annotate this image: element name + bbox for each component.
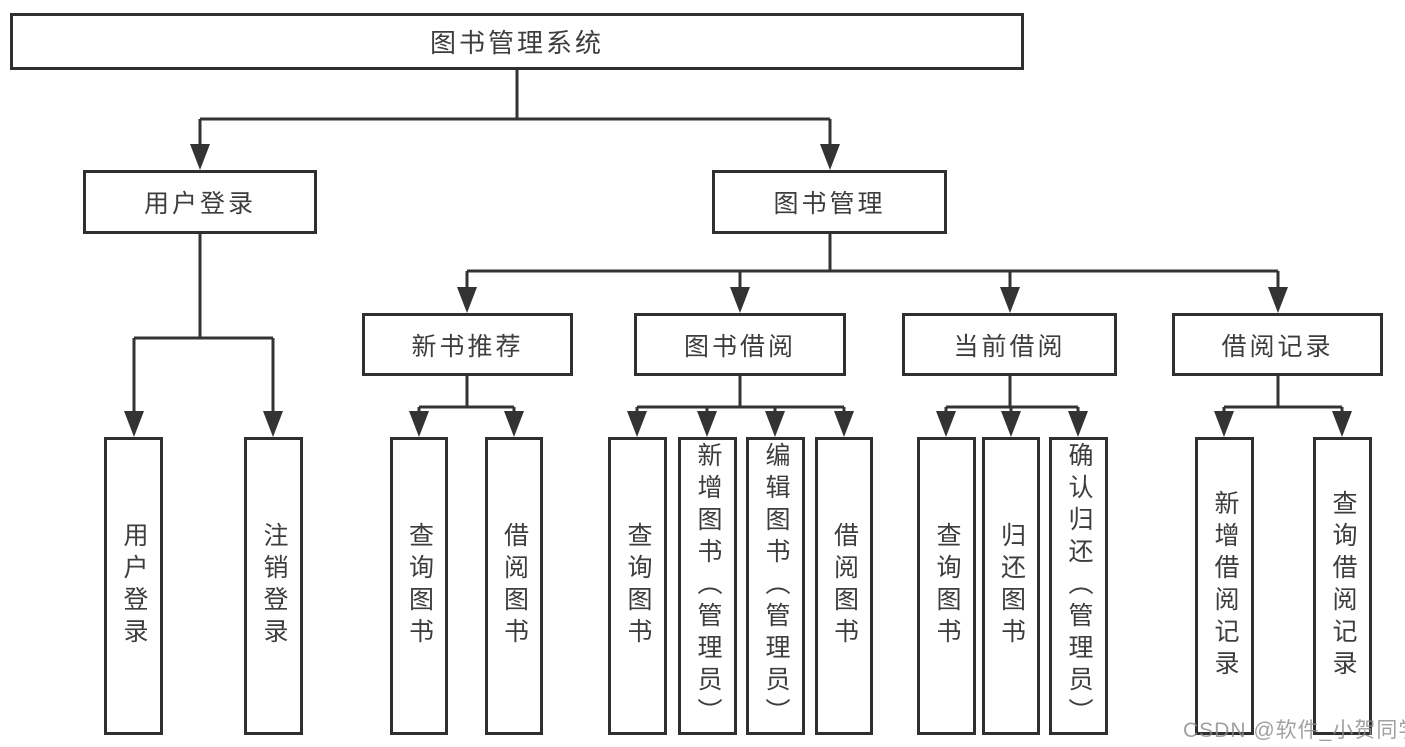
leaf-borrow-books-recommend: 借阅图书	[485, 437, 543, 735]
leaf-query-books-current: 查询图书	[917, 437, 976, 735]
leaf-logout-label: 注销登录	[260, 522, 288, 650]
leaf-query-books-borrow: 查询图书	[608, 437, 667, 735]
leaf-edit-book-admin-label: 编辑图书（管理员）	[762, 442, 790, 730]
leaf-logout: 注销登录	[244, 437, 303, 735]
node-new-book-recommend-label: 新书推荐	[411, 332, 524, 361]
node-current-borrow: 当前借阅	[902, 313, 1117, 376]
leaf-query-borrow-record-label: 查询借阅记录	[1329, 490, 1357, 682]
leaf-query-borrow-record: 查询借阅记录	[1313, 437, 1372, 735]
leaf-edit-book-admin: 编辑图书（管理员）	[746, 437, 805, 735]
node-borrow-records-label: 借阅记录	[1221, 332, 1334, 361]
leaf-add-book-admin: 新增图书（管理员）	[678, 437, 737, 735]
node-library-system: 图书管理系统	[10, 13, 1024, 70]
leaf-confirm-return-admin-label: 确认归还（管理员）	[1065, 442, 1093, 730]
leaf-add-borrow-record: 新增借阅记录	[1195, 437, 1254, 735]
leaf-confirm-return-admin: 确认归还（管理员）	[1049, 437, 1108, 735]
node-user-login: 用户登录	[83, 170, 317, 234]
node-book-borrow-label: 图书借阅	[683, 332, 796, 361]
node-book-management: 图书管理	[712, 170, 947, 234]
leaf-user-login: 用户登录	[104, 437, 163, 735]
node-library-system-label: 图书管理系统	[429, 28, 604, 58]
leaf-query-books-recommend-label: 查询图书	[405, 522, 434, 650]
node-book-borrow: 图书借阅	[634, 313, 846, 376]
leaf-query-books-borrow-label: 查询图书	[624, 522, 652, 650]
leaf-add-borrow-record-label: 新增借阅记录	[1211, 490, 1239, 682]
leaf-return-books: 归还图书	[982, 437, 1040, 735]
leaf-query-books-current-label: 查询图书	[933, 522, 961, 650]
node-new-book-recommend: 新书推荐	[362, 313, 573, 376]
leaf-return-books-label: 归还图书	[997, 522, 1026, 650]
leaf-borrow-books: 借阅图书	[815, 437, 873, 735]
leaf-query-books-recommend: 查询图书	[390, 437, 448, 735]
leaf-borrow-books-recommend-label: 借阅图书	[500, 522, 529, 650]
leaf-add-book-admin-label: 新增图书（管理员）	[694, 442, 722, 730]
node-user-login-label: 用户登录	[143, 190, 256, 218]
leaf-borrow-books-label: 借阅图书	[830, 522, 859, 650]
leaf-user-login-label: 用户登录	[120, 522, 148, 650]
node-current-borrow-label: 当前借阅	[953, 332, 1066, 361]
watermark: CSDN @软件_小贺同学	[1183, 719, 1405, 742]
node-book-management-label: 图书管理	[773, 190, 886, 218]
node-borrow-records: 借阅记录	[1172, 313, 1383, 376]
